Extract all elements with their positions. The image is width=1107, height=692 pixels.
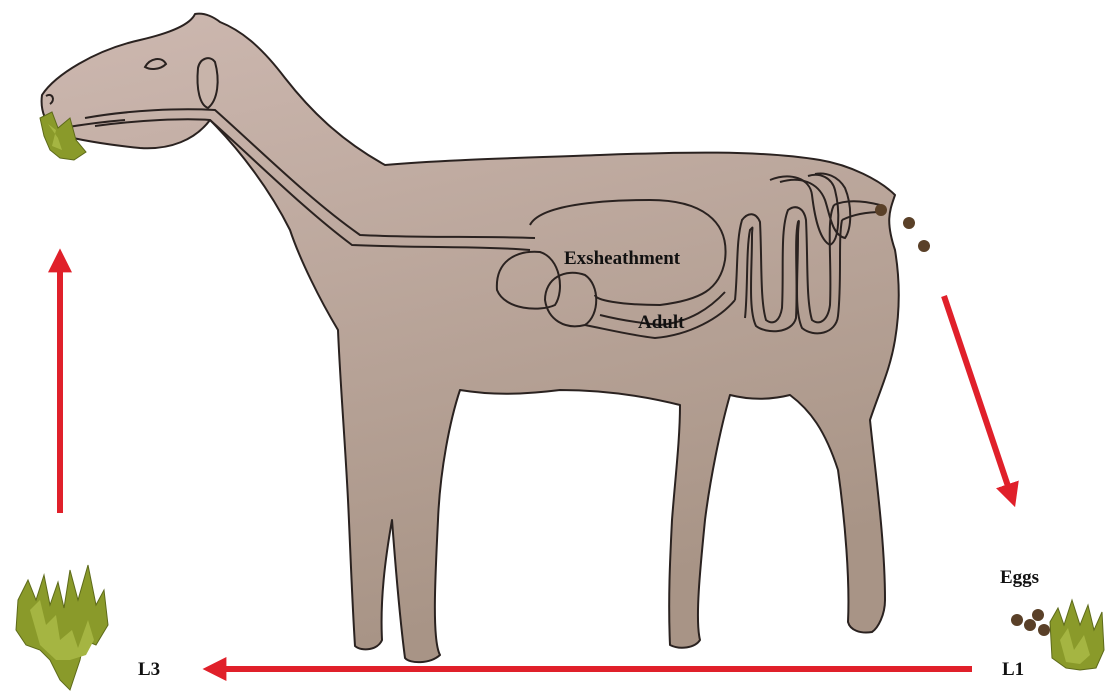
sheep-ear: [197, 58, 217, 108]
grass-icon: [1050, 600, 1104, 670]
label-l3: L3: [138, 659, 160, 680]
label-exsheathment: Exsheathment: [564, 248, 681, 269]
arrow-icon: [944, 296, 1012, 498]
label-l1: L1: [1002, 659, 1024, 680]
sheep-body: [42, 14, 899, 663]
label-eggs: Eggs: [1000, 567, 1039, 588]
egg-icon: [1011, 609, 1050, 636]
label-adult: Adult: [638, 312, 685, 333]
grass-icon: [16, 565, 108, 690]
sheep-illustration: [42, 14, 899, 663]
